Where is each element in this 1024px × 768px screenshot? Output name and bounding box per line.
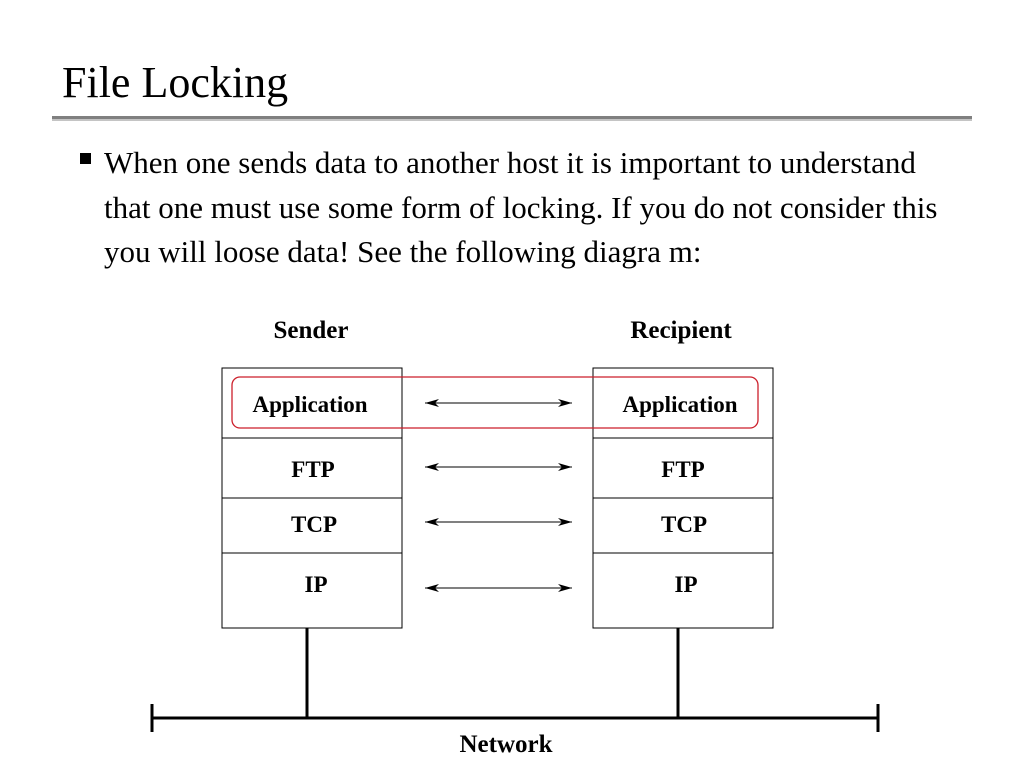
recipient-stack: Application FTP TCP IP (592, 367, 774, 629)
sender-ip-layer: IP (305, 572, 328, 597)
slide-title: File Locking (62, 58, 289, 107)
bullet-text: When one sends data to another host it i… (104, 145, 938, 269)
recipient-ip-layer: IP (675, 572, 698, 597)
recipient-ftp-layer: FTP (661, 457, 704, 482)
recipient-application-layer: Application (622, 392, 737, 417)
recipient-tcp-layer: TCP (661, 512, 707, 537)
sender-ftp-layer: FTP (291, 457, 334, 482)
title-rule-shadow (52, 119, 972, 121)
sender-label: Sender (274, 317, 349, 344)
sender-tcp-layer: TCP (291, 512, 337, 537)
network-label: Network (459, 731, 552, 758)
application-highlight-outline (231, 376, 759, 429)
sender-application-layer: Application (252, 392, 367, 417)
sender-stack: Application FTP TCP IP (221, 367, 403, 629)
square-bullet-icon (80, 153, 91, 164)
recipient-label: Recipient (630, 317, 732, 344)
title-rule (52, 116, 972, 119)
